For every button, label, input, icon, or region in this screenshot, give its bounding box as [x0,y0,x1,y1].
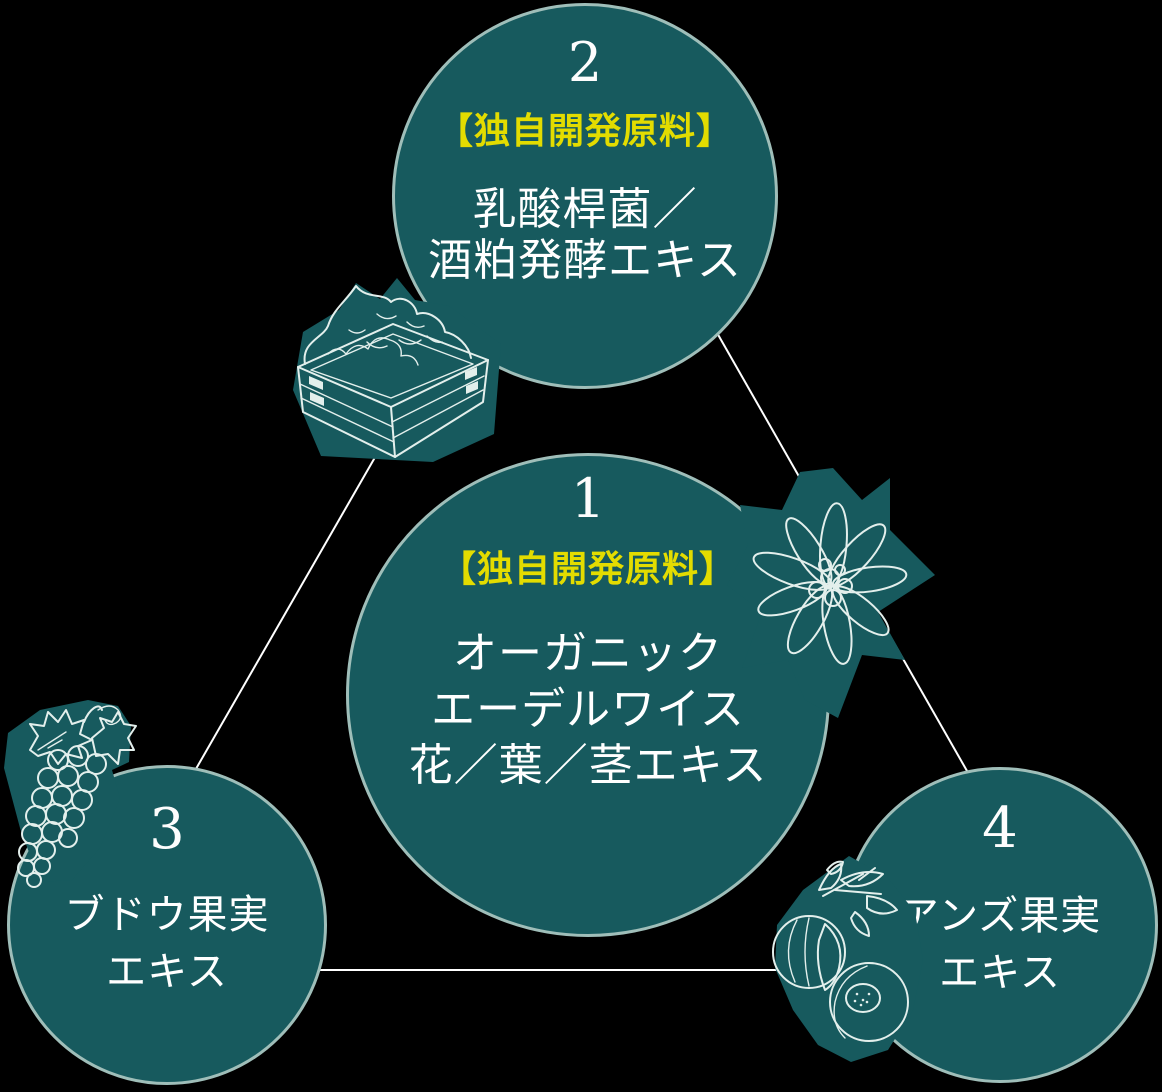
circle-3-text-line-1: ブドウ果実 [64,892,270,938]
apricot-fruit-art [772,860,909,1042]
circle-2-proprietary-label: 【独自開発原料】 [436,111,733,152]
circle-1-number: 1 [570,467,606,530]
circle-2-text: 乳酸桿菌／ 酒粕発酵エキス [428,184,742,286]
apricot-fruit-illustration [772,856,923,1062]
circle-1-proprietary-label: 【独自開発原料】 [439,549,736,590]
edelweiss-flower-illustration [727,468,935,718]
circle-1-text-line-1: オーガニック [453,628,723,679]
sake-lees-box-illustration [293,278,501,462]
circle-1-text: オーガニック エーデルワイス 花／葉／茎エキス [409,626,768,794]
circle-4-text-line-2: エキス [939,950,1061,996]
circle-2-number: 2 [567,31,603,94]
circle-3-number: 3 [149,797,185,862]
circle-3-text-line-2: エキス [106,949,228,995]
sake-lees-box-art [297,285,489,458]
grape-bunch-art [17,705,137,888]
circle-4-text-line-1: アンズ果実 [898,893,1102,939]
circle-2-text-line-1: 乳酸桿菌／ [472,184,698,235]
grape-bunch-illustration [4,700,137,888]
circle-4-number: 4 [982,796,1018,861]
edelweiss-flower-art [752,502,908,665]
circle-1-text-line-3: 花／葉／茎エキス [408,740,768,791]
circle-2-text-line-2: 酒粕発酵エキス [428,235,742,286]
circle-2-sake-lees-extract: 2 【独自開発原料】 乳酸桿菌／ 酒粕発酵エキス [392,3,778,389]
circle-3-text: ブドウ果実 エキス [65,887,270,1001]
circle-1-text-line-2: エーデルワイス [431,684,745,735]
circle-4-text: アンズ果実 エキス [899,888,1102,1002]
